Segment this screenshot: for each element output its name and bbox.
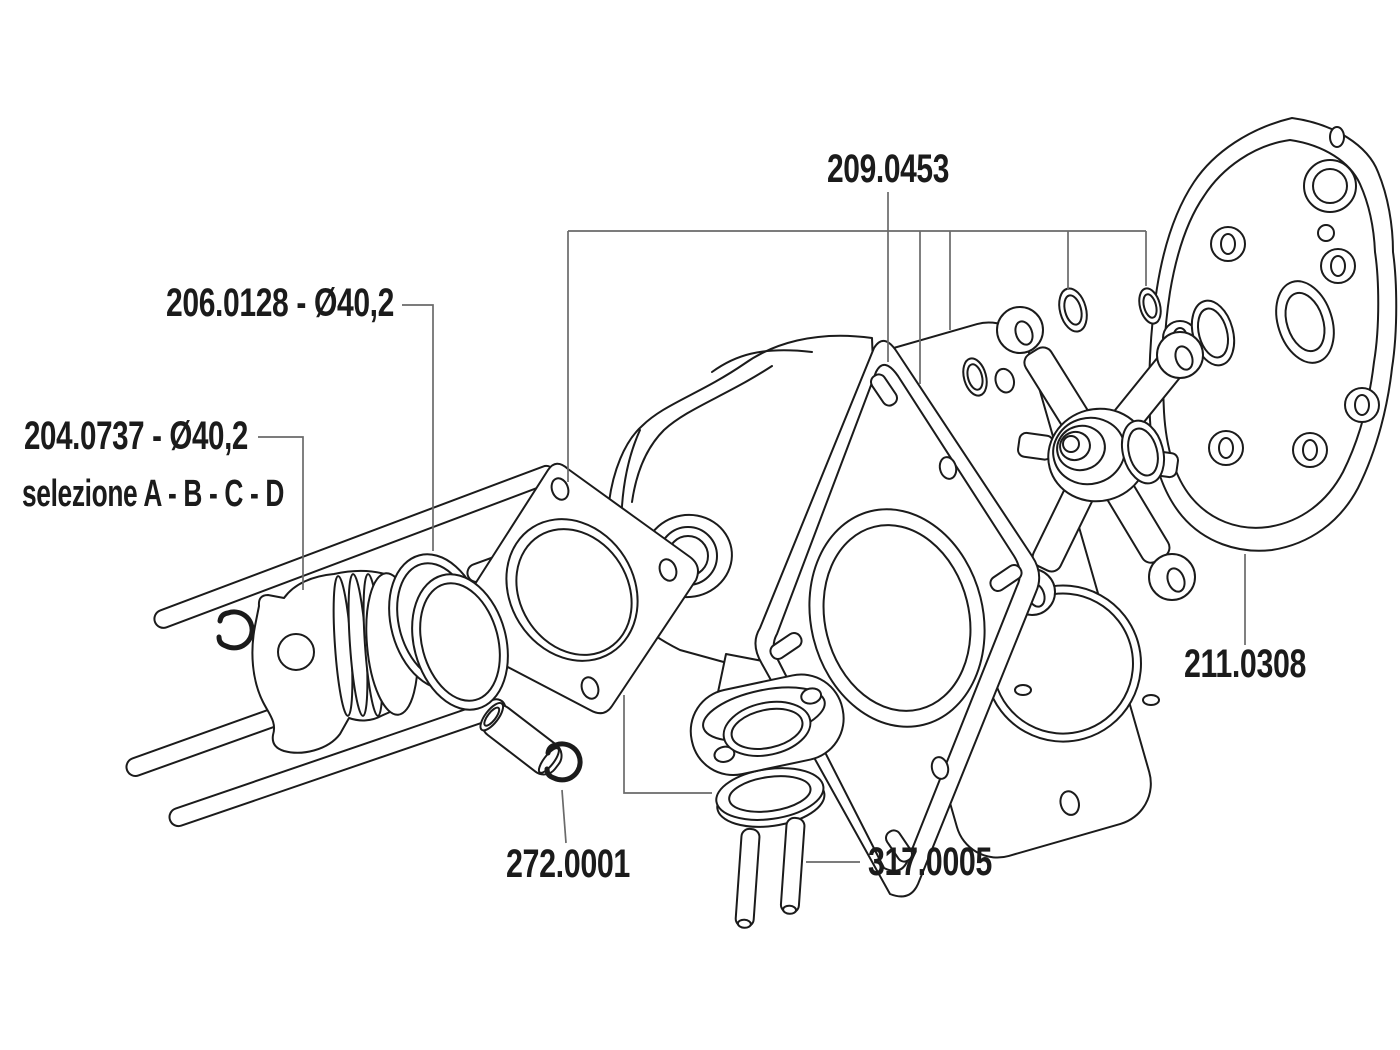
- leader-piston: [258, 436, 304, 590]
- piston: [251, 569, 419, 754]
- circlip-2: [544, 741, 583, 783]
- label-piston: 204.0737 - Ø40,2: [24, 414, 248, 458]
- wrist-pin-hole: [277, 633, 315, 671]
- label-stud-kit: 317.0005: [868, 840, 992, 884]
- leader-gasket-set: [567, 192, 1147, 482]
- exhaust-flange: [689, 673, 845, 777]
- leader-exhaust-gasket: [623, 695, 712, 794]
- head-cover-part: [1148, 117, 1398, 552]
- leader-piston-rings: [402, 304, 434, 551]
- exhaust-gasket-ring: [715, 767, 826, 828]
- wrist-pin: [479, 701, 563, 776]
- exhaust-stud-left: [734, 827, 761, 929]
- piston-ring-2: [411, 573, 509, 711]
- label-gasket-set: 209.0453: [827, 147, 949, 191]
- label-piston-selection: selezione A - B - C - D: [22, 473, 284, 515]
- label-head-cover: 211.0308: [1184, 642, 1306, 686]
- leader-circlip: [561, 789, 567, 844]
- label-piston-rings: 206.0128 - Ø40,2: [166, 281, 394, 325]
- circlip-1: [216, 609, 255, 651]
- leader-lines: [258, 192, 1246, 863]
- cover-bolt-bosses: [1162, 226, 1380, 468]
- exhaust-stud-right: [779, 816, 806, 915]
- base-gasket: [447, 462, 699, 715]
- label-circlip: 272.0001: [506, 842, 630, 886]
